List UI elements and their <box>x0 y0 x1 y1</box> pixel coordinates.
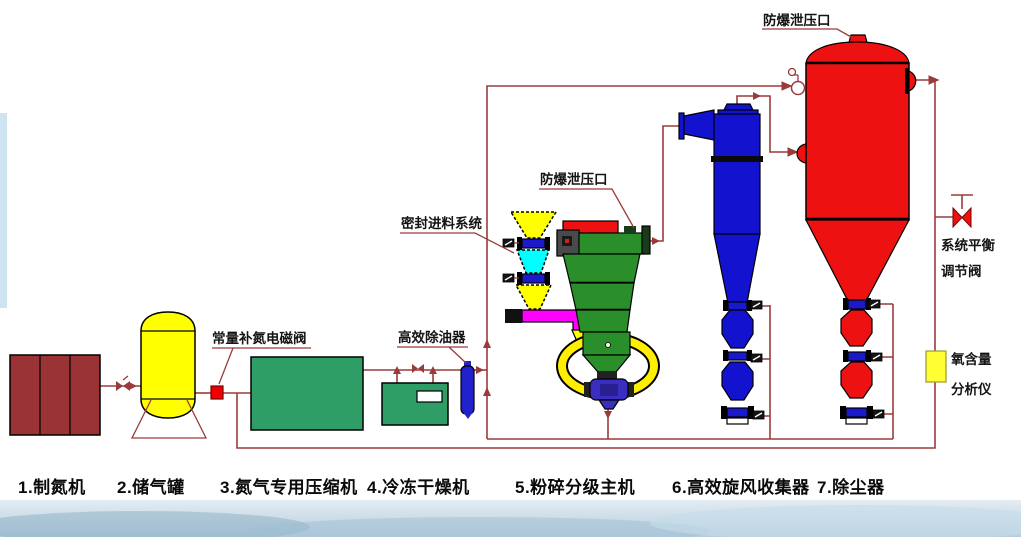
tank-inlet-valve <box>116 375 130 391</box>
mill-outlet-flange <box>641 225 651 255</box>
labels: 防爆泄压口 防爆泄压口 密封进料系统 常量补氮电磁阀 高效除油器 系统平衡 调节… <box>212 12 995 397</box>
nitrogen-compressor <box>250 356 364 431</box>
legend-item-4: 4.冷冻干燥机 <box>367 477 470 497</box>
mill-to-cyclone <box>650 121 690 242</box>
vessel-hopper-2 <box>840 361 873 399</box>
equipment-legend: 1.制氮机 2.储气罐 3.氮气专用压缩机 4.冷冻干燥机 5.粉碎分级主机 6… <box>18 477 885 497</box>
legend-item-6: 6.高效旋风收集器 <box>672 477 810 497</box>
cyclone-cone <box>713 233 761 304</box>
dust-collector-vessel <box>787 34 917 425</box>
feed-hopper-middle <box>515 249 551 274</box>
vessel-right-nozzle <box>908 70 917 92</box>
legend-item-3: 3.氮气专用压缩机 <box>220 477 358 497</box>
legend-item-5: 5.粉碎分级主机 <box>515 477 635 497</box>
label-solenoid-valve: 常量补氮电磁阀 <box>212 330 307 346</box>
pressure-gauge <box>787 67 806 96</box>
label-oxygen-2: 分析仪 <box>951 381 992 397</box>
system-balance-valve <box>952 206 972 229</box>
oil-remover <box>460 361 475 419</box>
legend-item-2: 2.储气罐 <box>117 477 185 497</box>
return-line <box>236 80 936 449</box>
cyclone-to-vessel <box>736 95 799 157</box>
dryer-panel <box>416 390 443 403</box>
cyclone-inlet <box>683 109 715 141</box>
cyclone-body <box>713 113 761 235</box>
tank-stand <box>130 399 208 439</box>
nitrogen-solenoid-valve <box>210 385 224 400</box>
photo-background <box>0 113 1021 537</box>
vessel-hopper-1 <box>840 309 873 347</box>
label-oxygen-1: 氧含量 <box>950 351 992 367</box>
legend-item-7: 7.除尘器 <box>817 477 885 497</box>
feed-hopper-top <box>509 211 558 239</box>
nitrogen-generator <box>9 354 101 436</box>
label-oil-remover: 高效除油器 <box>398 329 466 345</box>
rotary-valve-2 <box>521 273 546 284</box>
label-relief-top: 防爆泄压口 <box>763 12 831 28</box>
oxygen-analyzer <box>925 350 947 383</box>
vessel-body <box>805 62 910 221</box>
vessel-cone <box>805 219 910 302</box>
dryer-line-valve <box>412 364 424 373</box>
label-relief-mill: 防爆泄压口 <box>540 171 608 187</box>
mill-relief-port <box>624 226 636 234</box>
vessel-left-nozzle <box>796 143 807 164</box>
cyclone-hopper-2 <box>721 361 754 401</box>
label-sealed-feed: 密封进料系统 <box>400 215 482 231</box>
mill-discharge-pump <box>584 378 634 410</box>
label-balance-valve-2: 调节阀 <box>941 263 982 279</box>
rotary-valve-1 <box>521 238 546 249</box>
freeze-dryer <box>381 382 449 426</box>
grinding-classifier-mill <box>556 220 660 410</box>
label-balance-valve-1: 系统平衡 <box>941 237 995 253</box>
legend-item-1: 1.制氮机 <box>18 477 86 497</box>
gas-storage-tank <box>130 311 208 439</box>
cyclone-collector <box>678 103 765 425</box>
feed-pipe <box>521 309 586 333</box>
cyclone-hopper-1 <box>721 309 754 349</box>
system-box-left-top <box>486 81 793 439</box>
feed-hopper-bottom <box>514 284 553 310</box>
